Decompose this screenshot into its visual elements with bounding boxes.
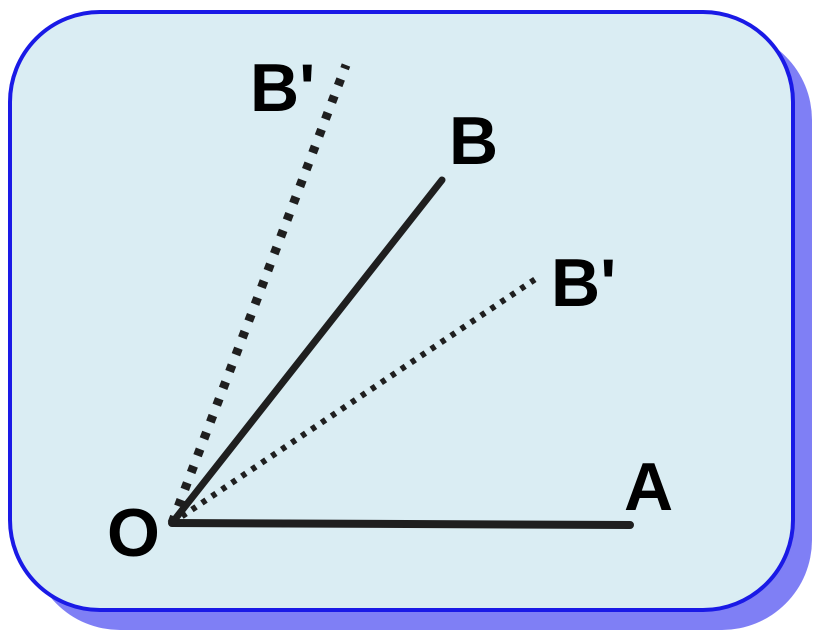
panel xyxy=(8,10,795,612)
ray-ob-prime-lower xyxy=(170,275,539,526)
ray-oa xyxy=(168,519,634,529)
label-b: B xyxy=(449,103,498,179)
label-o: O xyxy=(107,495,160,571)
label-b-prime-upper: B' xyxy=(250,50,315,126)
label-b-prime-lower: B' xyxy=(551,245,616,321)
ray-ob xyxy=(168,176,446,527)
label-a: A xyxy=(624,449,673,525)
